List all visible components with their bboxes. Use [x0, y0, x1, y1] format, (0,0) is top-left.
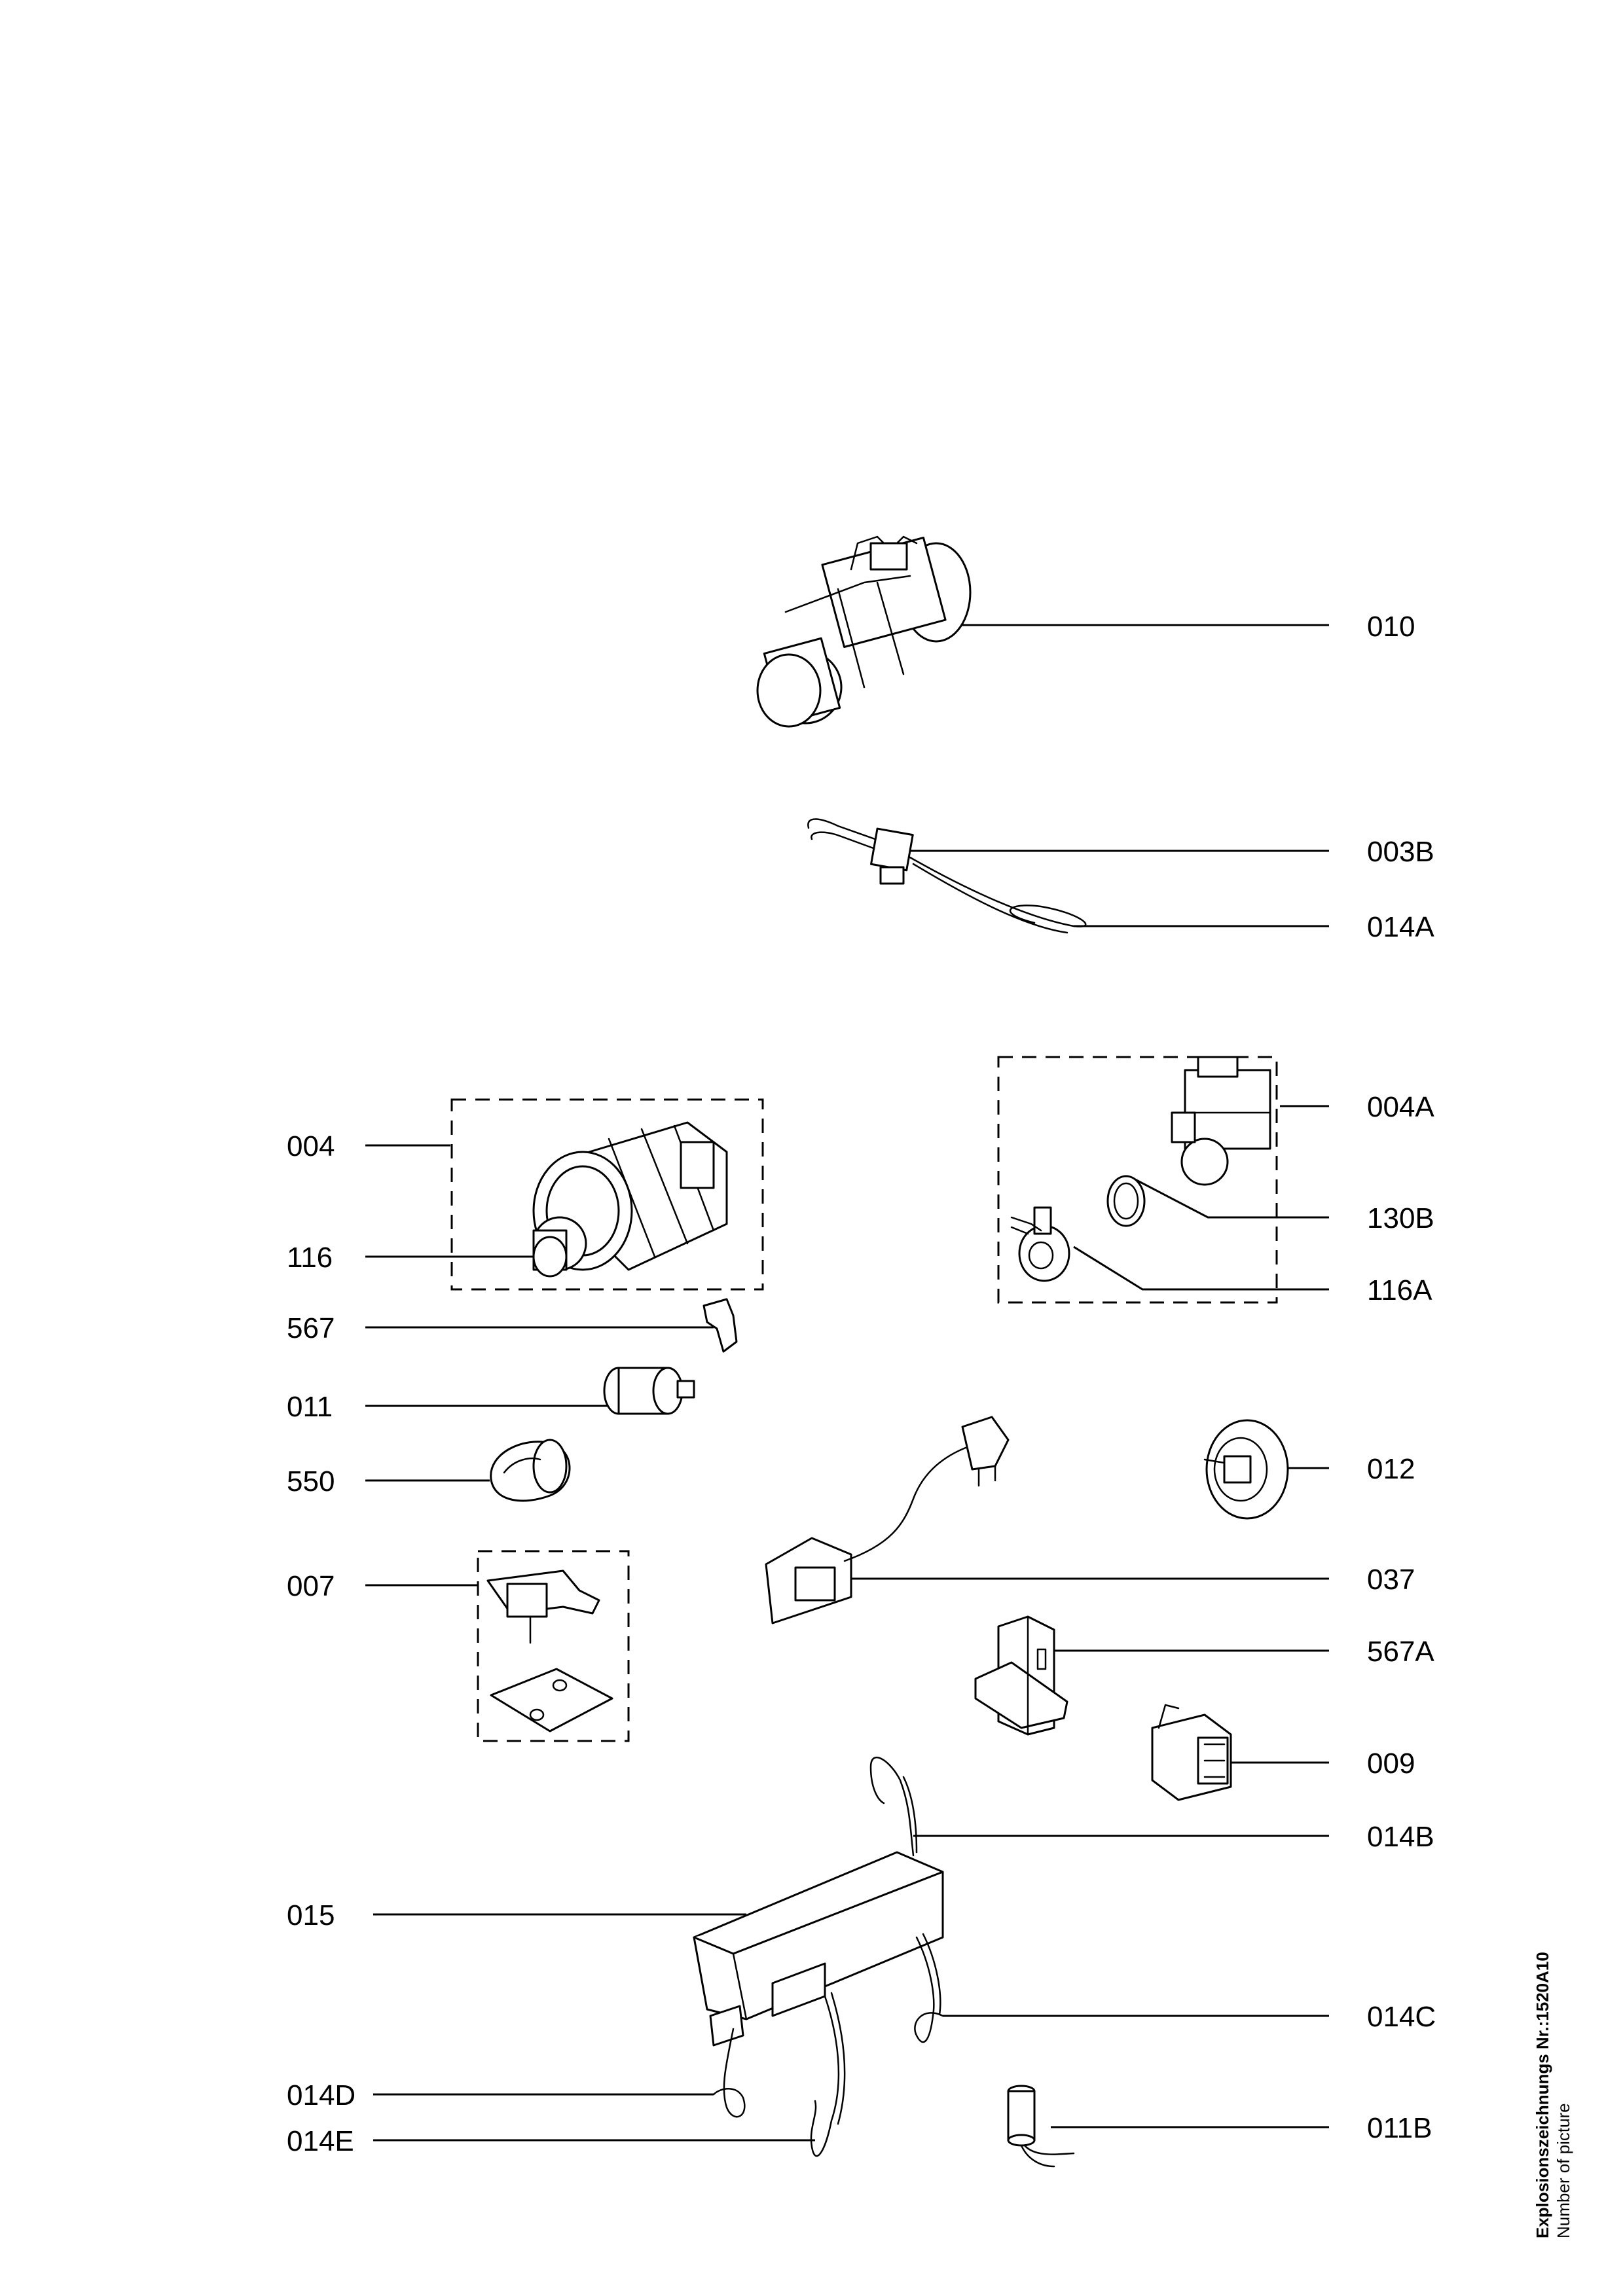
- control-module-part-015: [693, 1851, 944, 2047]
- pump-part-004: [532, 1121, 728, 1278]
- label-116: 116: [287, 1242, 333, 1274]
- side-caption: Explosionszeichnungs Nr.:1520A10 Number …: [1533, 1952, 1573, 2238]
- label-550: 550: [287, 1465, 335, 1498]
- label-007: 007: [287, 1570, 335, 1602]
- label-003B: 003B: [1367, 836, 1434, 868]
- valve-part-116A: [1010, 1206, 1070, 1282]
- leader-116A: [1073, 1246, 1329, 1291]
- label-014C: 014C: [1367, 2001, 1436, 2033]
- capacitor-part-011B: [1007, 2085, 1075, 2168]
- harness-part-014B: [869, 1757, 918, 1857]
- leader-130B: [1132, 1177, 1329, 1219]
- seal-ring-part-130B: [1106, 1175, 1146, 1227]
- leader-lines: [365, 624, 1329, 2142]
- label-116A: 116A: [1367, 1274, 1432, 1306]
- mains-cable-part-037: [765, 1416, 1010, 1624]
- pressure-switch-part-012: [1203, 1419, 1289, 1520]
- group-box-004: [450, 1098, 764, 1291]
- label-567A: 567A: [1367, 1636, 1434, 1668]
- label-567: 567: [287, 1312, 335, 1344]
- label-010: 010: [1367, 611, 1415, 643]
- group-boxes: [450, 1056, 1278, 1742]
- label-014E: 014E: [287, 2125, 354, 2157]
- switch-part-007: [486, 1570, 613, 1732]
- label-011B: 011B: [1367, 2112, 1432, 2144]
- label-037: 037: [1367, 1564, 1415, 1596]
- harness-part-014C: [914, 1933, 944, 2043]
- capacitor-part-011: [603, 1367, 695, 1415]
- label-014B: 014B: [1367, 1821, 1434, 1853]
- heater-part-010: [756, 535, 972, 728]
- label-014D: 014D: [287, 2079, 356, 2111]
- relay-part-009: [1151, 1704, 1232, 1801]
- label-130B: 130B: [1367, 1202, 1434, 1234]
- label-012: 012: [1367, 1453, 1415, 1485]
- label-004: 004: [287, 1130, 335, 1162]
- group-box-004A: [997, 1056, 1278, 1304]
- wire-part-014A: [909, 856, 1087, 934]
- label-014A: 014A: [1367, 911, 1434, 943]
- label-009: 009: [1367, 1748, 1415, 1780]
- harness-part-014E: [810, 1992, 846, 2157]
- part-labels: 010 003B 014A 004A 130B 116A 004 116 567…: [287, 611, 1436, 2157]
- picture-number-title: Explosionszeichnungs Nr.:1520A10: [1533, 1952, 1552, 2238]
- clip-part-567: [702, 1298, 738, 1353]
- label-004A: 004A: [1367, 1091, 1434, 1123]
- label-011: 011: [287, 1391, 333, 1423]
- label-015: 015: [287, 1899, 335, 1931]
- bracket-part-567A: [974, 1615, 1068, 1736]
- drain-pump-part-004A: [1171, 1056, 1271, 1186]
- picture-number-subtitle: Number of picture: [1554, 2103, 1573, 2238]
- group-box-007: [477, 1550, 630, 1742]
- knob-part-550: [490, 1439, 571, 1502]
- sensor-part-003B: [807, 818, 914, 885]
- harness-part-014D: [712, 2028, 746, 2118]
